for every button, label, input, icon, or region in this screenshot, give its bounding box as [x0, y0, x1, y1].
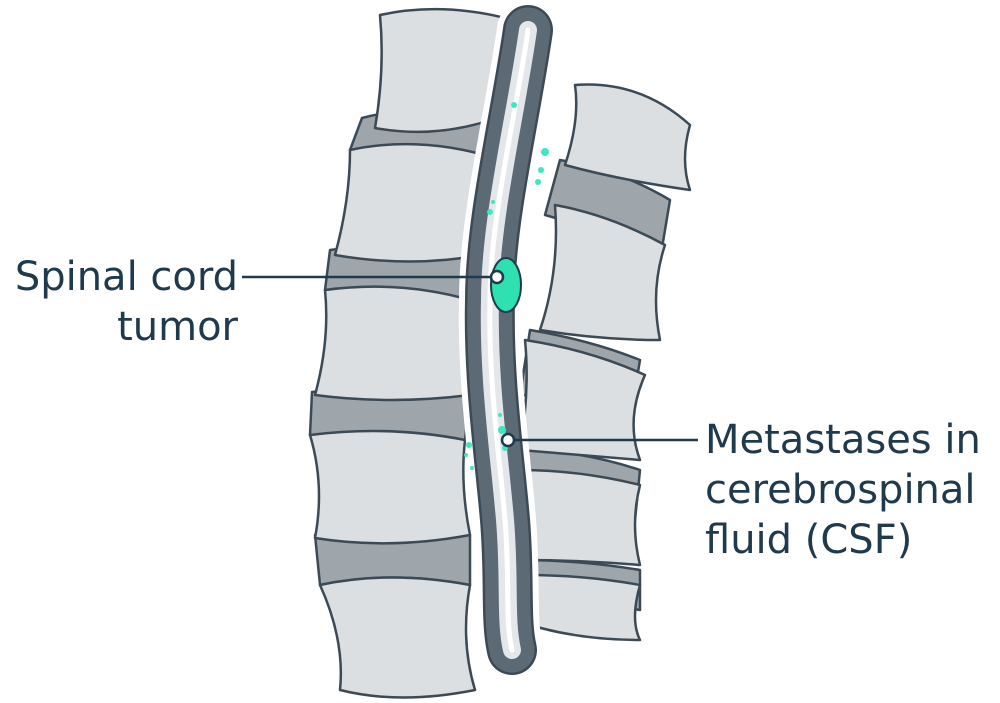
metastases-pointer-dot: [500, 432, 516, 448]
csf-metastases-label: Metastases in cerebrospinal fluid (CSF): [705, 415, 981, 565]
posterior-elements: [513, 83, 692, 642]
tumor-pointer-dot: [489, 269, 505, 285]
spinal-cord-tumor-label: Spinal cord tumor: [15, 252, 238, 352]
spinal-canal: [458, 0, 559, 681]
leader-lines: [242, 275, 698, 442]
tumor-mass: [490, 257, 522, 313]
label-line: Metastases in: [705, 417, 981, 463]
csf-metastases: [464, 102, 549, 470]
label-line: fluid (CSF): [705, 517, 913, 563]
label-line: cerebrospinal: [705, 467, 976, 513]
label-line: tumor: [117, 304, 238, 350]
label-line: Spinal cord: [14, 254, 238, 300]
